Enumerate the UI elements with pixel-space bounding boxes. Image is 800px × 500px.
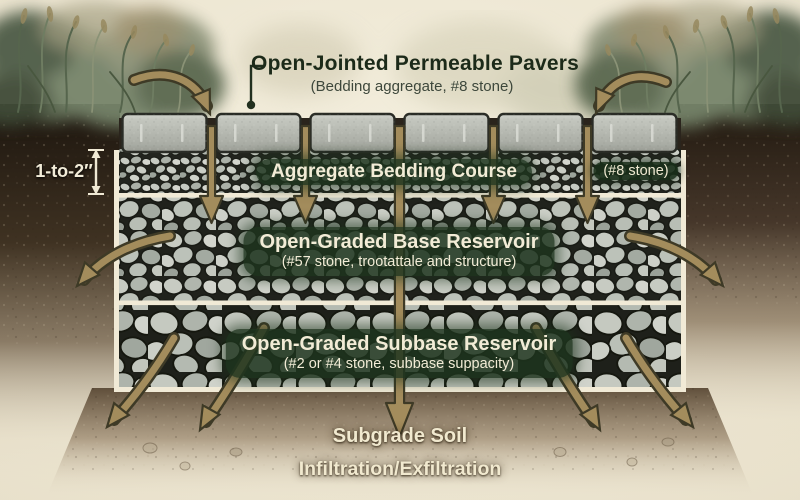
pavers-title: Open-Jointed Permeable Pavers bbox=[251, 52, 579, 75]
bedding-course-label: Aggregate Bedding Course bbox=[256, 159, 532, 185]
subbase-reservoir-detail: (#2 or #4 stone, subbase suppacity) bbox=[283, 356, 515, 372]
pavers-subtitle: (Bedding aggregate, #8 stone) bbox=[310, 78, 514, 95]
topsoil-left bbox=[0, 104, 120, 500]
runoff-arrow-right bbox=[586, 70, 672, 118]
runoff-arrow-left bbox=[128, 68, 220, 119]
grass-left bbox=[0, 2, 225, 128]
stone-size-badge: (#8 stone) bbox=[593, 162, 679, 180]
subbase-arrow-far-left bbox=[98, 332, 180, 435]
base-reservoir-detail: (#57 stone, trootattale and structure) bbox=[281, 254, 517, 270]
paver-blocks bbox=[121, 112, 678, 154]
exfiltration-arrow-left bbox=[68, 230, 176, 294]
subgrade-soil-label: Subgrade Soil bbox=[332, 425, 468, 447]
title-leader-line bbox=[246, 64, 264, 110]
exfiltration-arrow-right bbox=[624, 230, 732, 294]
soil-pebbles bbox=[142, 437, 675, 471]
base-reservoir-label: Open-Graded Base Reservoir bbox=[259, 231, 539, 253]
infiltration-joint-arrows bbox=[198, 124, 601, 439]
subbase-reservoir-label: Open-Graded Subbase Reservoir bbox=[241, 333, 557, 355]
grass-seed-heads bbox=[20, 6, 195, 56]
subbase-reservoir-label-group: Open-Graded Subbase Reservoir (#2 or #4 … bbox=[225, 329, 573, 379]
base-reservoir-label-group: Open-Graded Base Reservoir (#57 stone, t… bbox=[243, 227, 555, 277]
flow-arrows bbox=[68, 68, 732, 439]
depth-measure-arrow bbox=[88, 149, 104, 195]
depth-label: 1-to-2″ bbox=[35, 161, 93, 181]
infiltration-label: Infiltration/Exfiltration bbox=[298, 458, 502, 480]
subbase-arrow-far-right bbox=[620, 332, 702, 435]
grass-right bbox=[575, 2, 800, 128]
